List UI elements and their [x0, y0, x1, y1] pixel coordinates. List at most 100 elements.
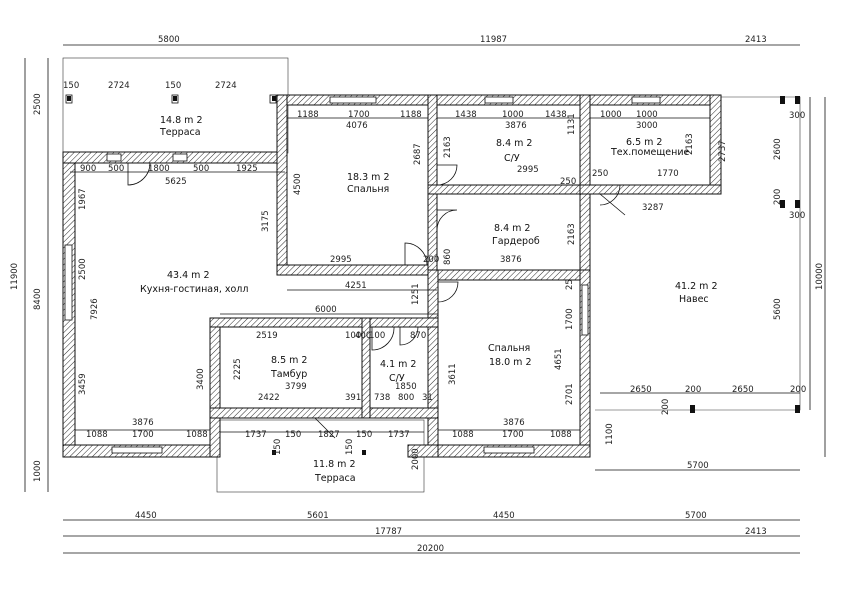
dim-label: 5625: [165, 177, 187, 187]
dim-label: 2500: [78, 258, 88, 280]
dim-label: 11987: [480, 35, 507, 45]
dim-label: 1700: [502, 430, 524, 440]
dim-label: 5700: [687, 461, 709, 471]
dim-label: 1251: [411, 283, 421, 305]
dim-label: 5600: [773, 298, 783, 320]
dim-label: 2650: [630, 385, 652, 395]
dim-label: 3876: [500, 255, 522, 265]
vestibule-area: 8.5 m 2: [271, 355, 307, 366]
columns: [67, 96, 800, 455]
dim-label: 1850: [395, 382, 417, 392]
dim-label: 2724: [108, 81, 130, 91]
dim-label: 200: [790, 385, 806, 395]
dim-label: 1100: [605, 423, 615, 445]
dim-label: 3876: [132, 418, 154, 428]
dim-label: 20200: [417, 544, 444, 554]
dim-label: 200: [685, 385, 701, 395]
dim-label: 3400: [196, 368, 206, 390]
room-labels: 14.8 m 2 Терраса 18.3 m 2 Спальня 8.4 m …: [140, 115, 718, 484]
tech-name: Тех.помещение: [610, 147, 690, 158]
dim-label: 31: [422, 393, 433, 403]
dim-label: 1700: [348, 110, 370, 120]
canopy-outline: [595, 96, 801, 411]
dim-label: 1925: [236, 164, 258, 174]
tech-area: 6.5 m 2: [626, 137, 662, 148]
dim-label: 2519: [256, 331, 278, 341]
bedroom2-area: 18.0 m 2: [489, 357, 532, 368]
dim-label: 5800: [158, 35, 180, 45]
dim-label: 150: [63, 81, 79, 91]
dim-label: 2413: [745, 527, 767, 537]
dim-label: 1088: [186, 430, 208, 440]
dim-label: 10000: [815, 263, 825, 290]
dim-label: 2687: [413, 143, 423, 165]
dim-label: 100: [345, 331, 361, 341]
dim-label: 4076: [346, 121, 368, 131]
vestibule-name: Тамбур: [270, 369, 307, 380]
dim-label: 391: [345, 393, 361, 403]
canopy-name: Навес: [679, 294, 709, 305]
dim-label: 150: [273, 439, 283, 455]
dim-label: 25: [565, 279, 575, 290]
dim-label: 738: [374, 393, 390, 403]
dim-label: 150: [165, 81, 181, 91]
dim-label: 500: [193, 164, 209, 174]
dim-label: 2422: [258, 393, 280, 403]
dim-label: 11900: [10, 263, 20, 290]
dim-label: 3876: [503, 418, 525, 428]
bath2-name: С/У: [389, 373, 405, 384]
dimension-lines: [24, 44, 826, 554]
dim-label: 1131: [567, 113, 577, 135]
dim-label: 1438: [545, 110, 567, 120]
dim-label: 250: [592, 169, 608, 179]
wardrobe-name: Гардероб: [492, 236, 540, 247]
dim-label: 2995: [330, 255, 352, 265]
dim-label: 2000: [411, 448, 421, 470]
dim-label: 2724: [215, 81, 237, 91]
terrace-bottom-name: Терраса: [314, 473, 356, 484]
dim-label: 1700: [565, 308, 575, 330]
dim-label: 200: [773, 189, 783, 205]
dim-label: 5700: [685, 511, 707, 521]
bedroom1-name: Спальня: [347, 184, 389, 195]
bath1-name: С/У: [504, 153, 520, 164]
dim-label: 3287: [642, 203, 664, 213]
dim-label: 4651: [554, 348, 564, 370]
bath1-area: 8.4 m 2: [496, 138, 532, 149]
dim-label: 500: [108, 164, 124, 174]
dim-label: 2701: [565, 383, 575, 405]
dim-label: 1737: [388, 430, 410, 440]
dim-label: 6000: [315, 305, 337, 315]
dimension-texts-vertical: 2500 8400 1000 11900 1967 2500 7926 3459…: [10, 93, 825, 482]
dim-label: 2413: [745, 35, 767, 45]
dim-label: 200: [423, 255, 439, 265]
dim-label: 870: [410, 331, 426, 341]
dim-label: 4450: [493, 511, 515, 521]
dim-label: 1000: [636, 110, 658, 120]
dim-label: 3876: [505, 121, 527, 131]
canopy-area: 41.2 m 2: [675, 281, 718, 292]
kitchen-area: 43.4 m 2: [167, 270, 210, 281]
doors: [127, 162, 626, 439]
bedroom1-area: 18.3 m 2: [347, 172, 390, 183]
wardrobe-area: 8.4 m 2: [494, 223, 530, 234]
dim-label: 800: [398, 393, 414, 403]
dim-label: 1438: [455, 110, 477, 120]
dim-label: 1088: [550, 430, 572, 440]
dim-label: 300: [789, 111, 805, 121]
dim-label: 300: [789, 211, 805, 221]
dimension-texts: 5800 11987 2413 150 2724 150 2724 1188 1…: [63, 35, 806, 554]
dim-label: 4251: [345, 281, 367, 291]
dim-label: 7926: [90, 298, 100, 320]
dim-label: 1188: [297, 110, 319, 120]
dim-label: 2650: [732, 385, 754, 395]
dim-label: 3611: [448, 363, 458, 385]
dim-label: 1967: [78, 188, 88, 210]
terrace-top: [62, 57, 289, 154]
dim-label: 150: [356, 430, 372, 440]
kitchen-name: Кухня-гостиная, холл: [140, 284, 248, 295]
dim-label: 860: [443, 249, 453, 265]
dim-label: 250: [560, 177, 576, 187]
dim-label: 200: [661, 399, 671, 415]
